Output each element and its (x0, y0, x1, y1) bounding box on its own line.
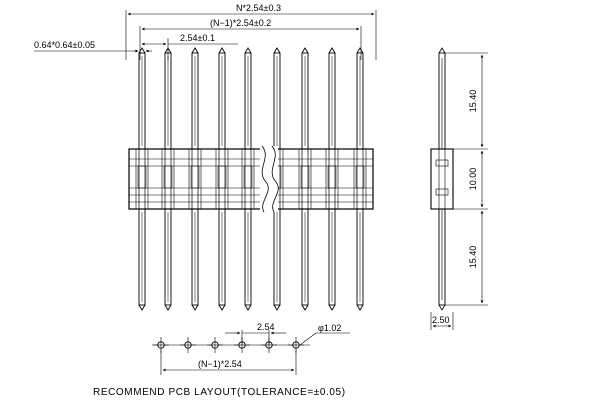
pcb-hole (207, 337, 223, 353)
span-dimension: (N−1)*2.54±0.2 (139, 18, 362, 60)
pcb-hole (153, 337, 169, 353)
body-slot (241, 148, 255, 210)
pcb-layout-caption: RECOMMEND PCB LAYOUT(TOLERANCE=±0.05) (93, 387, 346, 398)
pcb-hole (180, 337, 196, 353)
overall-width-dimension: N*2.54±0.3 (125, 3, 377, 60)
pin-section-dimension: 0.64*0.64±0.05 (34, 40, 152, 53)
front-view: N*2.54±0.3 (N−1)*2.54±0.2 2.54±0.1 0.64*… (34, 3, 377, 311)
body-slot (353, 148, 367, 210)
body-slot (188, 148, 202, 210)
body-slot (298, 148, 312, 210)
overall-width-label: N*2.54±0.3 (236, 3, 281, 13)
pcb-holes (153, 337, 304, 353)
side-offset-label: 2.50 (432, 315, 450, 325)
body-slots (135, 148, 367, 210)
pin (164, 47, 172, 311)
pin-section-label: 0.64*0.64±0.05 (34, 40, 95, 50)
pin (328, 47, 336, 311)
pin (244, 47, 252, 311)
pin (273, 47, 281, 311)
body-slot (135, 148, 149, 210)
body-slot (161, 148, 175, 210)
span-label: (N−1)*2.54±0.2 (210, 18, 271, 28)
lower-length-label: 15.40 (468, 246, 478, 269)
pcb-pitch-label: 2.54 (257, 322, 275, 332)
body-slot (325, 148, 339, 210)
break-symbol (260, 145, 279, 213)
pin (301, 47, 309, 311)
upper-length-label: 15.40 (468, 90, 478, 113)
pin (138, 47, 146, 311)
pitch-label: 2.54±0.1 (180, 33, 215, 43)
pin (356, 47, 364, 311)
pitch-dimension: 2.54±0.1 (141, 33, 238, 60)
body-height-label: 10.00 (468, 168, 478, 191)
side-view: 15.40 10.00 15.40 2.50 (430, 47, 488, 330)
pin (218, 47, 226, 311)
pin (191, 47, 199, 311)
hole-diameter-label: φ1.02 (318, 323, 341, 333)
body-slot (215, 148, 229, 210)
pcb-layout: 2.54 φ1.02 (N−1)*2.54 RECOMMEND PCB LAYO… (93, 322, 350, 398)
pcb-span-label: (N−1)*2.54 (198, 359, 242, 369)
